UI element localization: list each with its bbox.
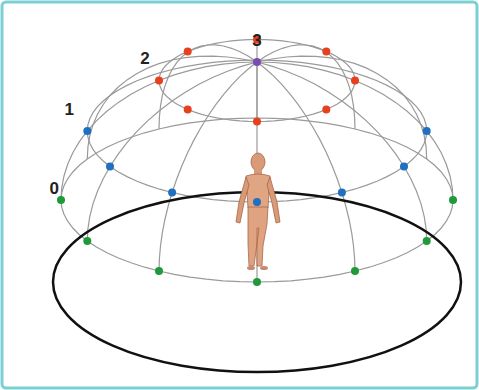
speaker-dot xyxy=(83,237,91,245)
speaker-dot xyxy=(322,106,330,114)
meridian-line xyxy=(87,56,257,159)
elevation-number: 3 xyxy=(252,32,261,49)
speaker-dot xyxy=(83,127,91,135)
meridian-line xyxy=(257,62,427,241)
meridian-line xyxy=(256,40,257,119)
speaker-dot xyxy=(155,267,163,275)
meridian-line xyxy=(61,62,257,200)
speaker-dot xyxy=(168,189,176,197)
meridian-line xyxy=(257,56,427,159)
human-figure xyxy=(236,153,280,270)
speaker-dot xyxy=(400,163,408,171)
elevation-number: 0 xyxy=(50,180,59,197)
speaker-dot xyxy=(184,106,192,114)
meridian-line xyxy=(257,45,355,129)
speaker-dot xyxy=(184,48,192,56)
speaker-dot xyxy=(351,267,359,275)
meridian-line xyxy=(159,62,257,271)
speaker-dot xyxy=(351,77,359,85)
meridian-line xyxy=(257,62,453,200)
speaker-dot xyxy=(253,118,261,126)
elevation-number: 2 xyxy=(140,50,149,67)
wireframe xyxy=(61,40,453,283)
speaker-dot xyxy=(423,127,431,135)
speaker-dot xyxy=(322,48,330,56)
speaker-dot xyxy=(106,163,114,171)
speaker-dot xyxy=(57,196,65,204)
speaker-dot xyxy=(449,196,457,204)
speaker-dot xyxy=(338,189,346,197)
meridian-line xyxy=(257,62,355,271)
ground-ellipse xyxy=(53,192,461,372)
elevation-ring xyxy=(159,40,355,122)
speaker-dot xyxy=(423,237,431,245)
speaker-dot xyxy=(253,58,261,66)
meridian-line xyxy=(87,62,257,241)
speaker-dot xyxy=(253,198,261,206)
front-dots xyxy=(57,36,457,287)
speaker-dot xyxy=(155,77,163,85)
elevation-number: 1 xyxy=(65,101,74,118)
speaker-dot xyxy=(253,278,261,286)
